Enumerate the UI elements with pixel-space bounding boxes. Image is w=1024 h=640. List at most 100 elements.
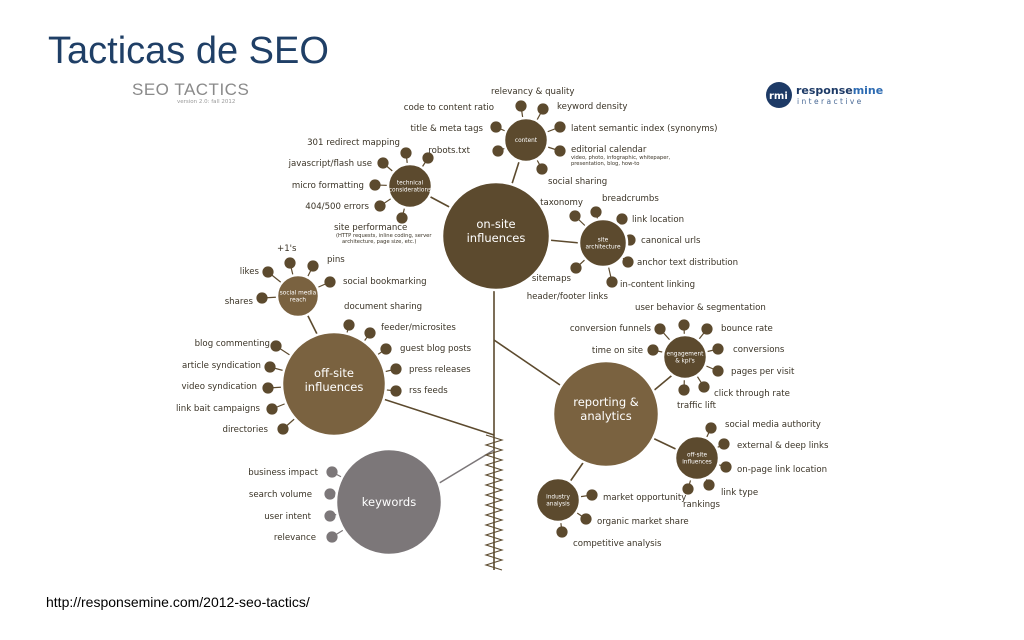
- hub-label-line: keywords: [362, 495, 416, 509]
- hub-label-keywords: keywords: [362, 495, 416, 509]
- trunk-coil-path: [484, 434, 504, 571]
- link-keywords: [435, 449, 495, 486]
- label-social-media-authority: social media authority: [725, 420, 821, 430]
- leaf-dot: [326, 531, 338, 543]
- label-in-content-linking: in-content linking: [620, 280, 695, 290]
- hub-label-line: engagement: [667, 352, 705, 358]
- label-canonical-urls: canonical urls: [641, 236, 701, 246]
- label-perf-note-1: (HTTP requests, inline coding, server: [336, 233, 432, 239]
- leaf-dot: [654, 323, 666, 335]
- hub-label-line: analysis: [546, 502, 569, 508]
- hub-label-line: industry: [546, 495, 570, 501]
- responsemine-logo: rmi responsemine interactive: [766, 82, 883, 108]
- leaf-dot: [606, 276, 618, 288]
- label-user-intent: user intent: [264, 512, 311, 522]
- hub-label-line: reach: [290, 298, 307, 304]
- hub-label-line: off-site: [314, 366, 354, 380]
- leaf-dot: [622, 256, 634, 268]
- hub-label-reporting: reporting &analytics: [573, 395, 639, 423]
- leaf-dot: [364, 327, 376, 339]
- subhub-offsite-influences: [673, 434, 721, 482]
- label-competitive-analysis: competitive analysis: [573, 539, 662, 549]
- leaf-dot: [324, 488, 336, 500]
- leaf-dot: [616, 213, 628, 225]
- subhub-label-content: content: [515, 138, 538, 144]
- label-bounce-rate: bounce rate: [721, 324, 773, 334]
- logo-word-a: response: [796, 84, 853, 97]
- leaf-dot: [701, 323, 713, 335]
- label-keyword-density: keyword density: [557, 102, 627, 112]
- hub-label-line: & kpi's: [675, 359, 695, 365]
- leaf-dot: [400, 147, 412, 159]
- label-link-type: link type: [721, 488, 758, 498]
- leaf-dot: [390, 363, 402, 375]
- leaf-dot: [324, 510, 336, 522]
- hub-label-line: influences: [305, 380, 364, 394]
- leaf-dot: [682, 483, 694, 495]
- leaf-dot: [580, 513, 592, 525]
- label-robots: robots.txt: [428, 146, 470, 156]
- label-editorial-note-2: presentation, blog, how-to: [571, 161, 639, 167]
- leaf-dot: [515, 100, 527, 112]
- hub-label-line: on-site: [476, 217, 515, 231]
- leaf-dot: [343, 319, 355, 331]
- leaf-dot: [590, 206, 602, 218]
- label-javascript-flash: javascript/flash use: [288, 159, 372, 169]
- label-social-bookmarking: social bookmarking: [343, 277, 427, 287]
- diagram-subtitle: SEO TACTICS: [132, 80, 249, 99]
- leaf-dot: [264, 361, 276, 373]
- label-conversions: conversions: [733, 345, 785, 355]
- leaf-dot: [490, 121, 502, 133]
- leaf-dot: [284, 257, 296, 269]
- hub-label-line: off-site: [687, 453, 708, 459]
- label-title-meta: title & meta tags: [410, 124, 483, 134]
- label-traffic-lift: traffic lift: [677, 401, 717, 411]
- hub-label-line: social media: [280, 291, 317, 297]
- label-anchor-text: anchor text distribution: [637, 258, 738, 268]
- hub-onsite: [440, 180, 552, 292]
- hub-label-line: influences: [467, 231, 526, 245]
- leaf-dot: [396, 212, 408, 224]
- label-relevancy-quality: relevancy & quality: [491, 87, 574, 97]
- leaf-dot: [536, 163, 548, 175]
- leaf-labels: relevancy & quality code to content rati…: [176, 87, 829, 549]
- leaf-dot: [537, 103, 549, 115]
- subhub-content: [502, 116, 550, 164]
- leaf-dot: [720, 461, 732, 473]
- label-user-behavior: user behavior & segmentation: [635, 303, 766, 313]
- link-offsite: [379, 397, 495, 436]
- label-header-footer: header/footer links: [527, 292, 609, 302]
- label-301-redirect: 301 redirect mapping: [307, 138, 400, 148]
- link-reporting: [493, 339, 561, 386]
- slide-title: Tacticas de SEO: [48, 30, 329, 72]
- leaf-dot: [678, 319, 690, 331]
- leaf-dot: [554, 121, 566, 133]
- logo-wordmark: responsemine: [796, 84, 883, 97]
- source-url[interactable]: http://responsemine.com/2012-seo-tactics…: [46, 594, 310, 610]
- leaf-dot: [678, 384, 690, 396]
- leaf-dot: [324, 276, 336, 288]
- leaf-dot: [369, 179, 381, 191]
- label-organic-market-share: organic market share: [597, 517, 689, 527]
- leaf-dot: [569, 210, 581, 222]
- leaf-dots: [256, 100, 732, 538]
- leaf-dot: [256, 292, 268, 304]
- logo-tagline: interactive: [797, 97, 864, 106]
- hub-label-line: reporting &: [573, 395, 639, 409]
- label-market-opportunity: market opportunity: [603, 493, 686, 503]
- hub-keywords: [334, 447, 444, 557]
- leaf-dot: [422, 152, 434, 164]
- hub-reporting: [551, 359, 661, 469]
- link-architecture: [547, 239, 581, 244]
- label-pages-per-visit: pages per visit: [731, 367, 795, 377]
- leaf-dot: [712, 343, 724, 355]
- leaf-dot: [270, 340, 282, 352]
- leaf-dot: [698, 381, 710, 393]
- subhub-label-engagement: engagement& kpi's: [667, 352, 705, 365]
